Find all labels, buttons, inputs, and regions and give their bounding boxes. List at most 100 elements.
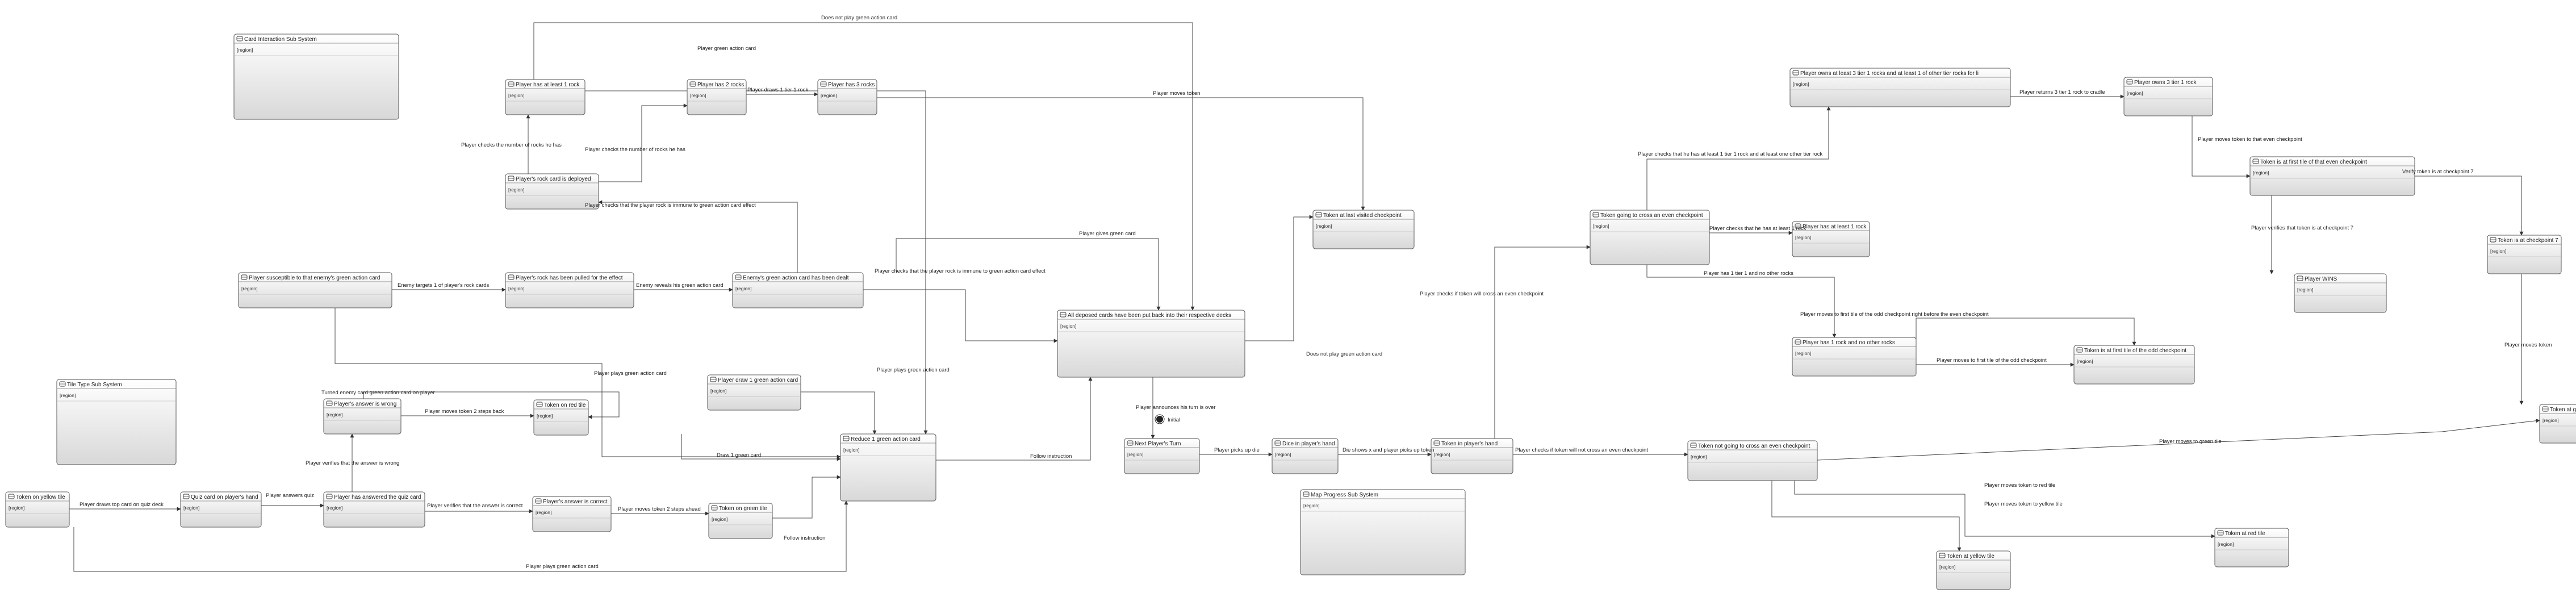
transition-arrow[interactable] xyxy=(1817,419,2540,461)
transition-arrow[interactable] xyxy=(801,391,877,435)
transition-arrow[interactable] xyxy=(73,500,848,572)
state-title: Token at red tile xyxy=(2225,531,2265,537)
subsystem-tile-type[interactable]: Tile Type Sub System[region] xyxy=(56,379,177,465)
region-placeholder: [region] xyxy=(1303,503,1319,508)
transition-label: Player draws top card on quiz deck xyxy=(80,502,164,508)
state-all-deposed[interactable]: All deposed cards have been put back int… xyxy=(1057,310,1245,378)
region-placeholder: [region] xyxy=(1593,223,1609,229)
state-quiz-card[interactable]: Quiz card on player's hand[region] xyxy=(180,491,262,528)
transition-arrow[interactable] xyxy=(1916,318,2136,346)
region-placeholder: [region] xyxy=(241,286,257,291)
state-draw-green[interactable]: Player draw 1 green action card[region] xyxy=(707,374,801,411)
region-placeholder: [region] xyxy=(1127,452,1143,457)
transition-arrow[interactable] xyxy=(533,22,1195,311)
state-icon xyxy=(710,377,717,382)
state-icon xyxy=(326,400,333,406)
state-icon xyxy=(236,36,243,41)
transition-label: Player verifies that the answer is corre… xyxy=(427,503,523,509)
transition-label: Player moves token to red tile xyxy=(1984,482,2055,489)
state-token-hand[interactable]: Token in player's hand[region] xyxy=(1431,438,1513,474)
state-title: Token is at checkpoint 7 xyxy=(2498,237,2558,244)
subsystem-map-progress[interactable]: Map Progress Sub System[region] xyxy=(1300,489,1466,575)
state-has-1-rock[interactable]: Player has at least 1 rock[region] xyxy=(1792,221,1870,257)
state-first-even[interactable]: Token is at first tile of that even chec… xyxy=(2249,156,2415,196)
state-title: Token not going to cross an even checkpo… xyxy=(1698,443,1810,449)
state-title: Player WINS xyxy=(2305,276,2337,282)
region-placeholder: [region] xyxy=(2253,170,2269,176)
transition-arrow[interactable] xyxy=(1646,106,1831,210)
initial-node: Initial xyxy=(1155,414,1180,424)
state-answer-correct[interactable]: Player's answer is correct[region] xyxy=(532,496,612,532)
transition-label: Die shows x and player picks up token xyxy=(1343,447,1435,453)
state-icon xyxy=(183,494,190,499)
state-owns-3[interactable]: Player owns 3 tier 1 rock[region] xyxy=(2123,77,2213,116)
state-token-yellow[interactable]: Token on yellow tile[region] xyxy=(5,491,70,528)
state-enemy-green[interactable]: Enemy's green action card has been dealt… xyxy=(732,272,864,308)
state-3rock-1other[interactable]: Player owns at least 3 tier 1 rocks and … xyxy=(1789,68,2011,107)
transition-arrow[interactable] xyxy=(334,308,841,459)
state-icon xyxy=(1795,223,1801,229)
state-one-rock[interactable]: Player has at least 1 rock[region] xyxy=(505,79,586,115)
transition-arrow[interactable] xyxy=(681,434,841,461)
transition-arrow[interactable] xyxy=(1771,481,1962,552)
transition-arrow[interactable] xyxy=(772,475,841,519)
state-dice-hand[interactable]: Dice in player's hand[region] xyxy=(1272,438,1339,474)
state-susceptible[interactable]: Player susceptible to that enemy's green… xyxy=(238,272,392,308)
transition-label: Player checks that he has at least 1 tie… xyxy=(1638,151,1823,157)
transition-arrow[interactable] xyxy=(863,289,1058,343)
state-token-red[interactable]: Token on red tile[region] xyxy=(533,399,589,436)
transition-arrow[interactable] xyxy=(1494,245,1591,444)
subsystem-card-interaction[interactable]: Card Interaction Sub System[region] xyxy=(233,34,399,120)
state-not-cross[interactable]: Token not going to cross an even checkpo… xyxy=(1687,440,1818,481)
region-placeholder: [region] xyxy=(537,413,553,419)
transition-arrow[interactable] xyxy=(1646,265,1837,338)
state-next-turn[interactable]: Next Player's Turn[region] xyxy=(1124,438,1200,474)
state-icon xyxy=(843,436,850,441)
state-rock-card-deployed[interactable]: Player's rock card is deployed[region] xyxy=(505,173,599,210)
state-title: Card Interaction Sub System xyxy=(244,36,317,43)
state-token-green[interactable]: Token on green tile[region] xyxy=(708,503,773,539)
state-yellow-tile-end[interactable]: Token at yellow tile[region] xyxy=(1936,550,2011,590)
transition-arrow[interactable] xyxy=(1244,215,1314,341)
state-icon xyxy=(1792,70,1799,76)
state-title: Player has at least 1 rock xyxy=(516,82,580,88)
state-icon xyxy=(1939,553,1946,558)
state-three-rocks[interactable]: Player has 3 rocks[region] xyxy=(817,79,877,115)
state-two-rocks[interactable]: Player has 2 rocks[region] xyxy=(687,79,747,115)
transition-label: Player checks if token will not cross an… xyxy=(1515,447,1648,453)
initial-label: Initial xyxy=(1168,417,1180,423)
transition-arrow[interactable] xyxy=(2415,176,2524,236)
state-checkpoint7[interactable]: Token is at checkpoint 7[region] xyxy=(2487,235,2562,274)
transition-arrow[interactable] xyxy=(1794,481,2215,538)
state-reduce-green[interactable]: Reduce 1 green action card[region] xyxy=(840,433,936,502)
transition-label: Player moves to green tile xyxy=(2159,439,2222,445)
transition-arrow[interactable] xyxy=(896,238,1161,311)
state-title: Token at last visited checkpoint xyxy=(1323,212,1402,219)
state-answer-wrong[interactable]: Player's answer is wrong[region] xyxy=(323,398,402,435)
transition-label: Player moves token 2 steps back xyxy=(425,408,504,415)
state-green-tile[interactable]: Token at green tile[region] xyxy=(2539,404,2576,444)
state-red-tile-end[interactable]: Token at red tile[region] xyxy=(2214,528,2289,567)
state-going-cross[interactable]: Token going to cross an even checkpoint[… xyxy=(1590,210,1710,265)
transition-arrow[interactable] xyxy=(363,391,620,419)
state-1rock-no-other[interactable]: Player has 1 rock and no other rocks[reg… xyxy=(1792,337,1917,377)
state-icon xyxy=(1433,440,1440,446)
region-placeholder: [region] xyxy=(2077,358,2093,364)
state-title: Quiz card on player's hand xyxy=(191,494,258,500)
state-odd-first[interactable]: Token is at first tile of the odd checkp… xyxy=(2073,345,2195,385)
transition-arrow[interactable] xyxy=(877,97,1365,211)
state-rock-destroyed[interactable]: Player's rock has been pulled for the ef… xyxy=(505,272,634,308)
transition-label: Player returns 3 tier 1 rock to cradle xyxy=(2019,89,2105,95)
state-token-last-visited[interactable]: Token at last visited checkpoint[region] xyxy=(1312,210,1415,249)
state-player-wins[interactable]: Player WINS[region] xyxy=(2294,273,2387,313)
transition-arrow[interactable] xyxy=(598,200,798,273)
transition-arrow[interactable] xyxy=(2192,116,2251,178)
transition-arrow[interactable] xyxy=(599,103,688,182)
transition-label: Player plays green action card xyxy=(594,370,667,377)
state-icon xyxy=(1795,339,1801,345)
transition-label: Player verifies that token is at checkpo… xyxy=(2251,225,2353,231)
state-answer-quiz[interactable]: Player has answered the quiz card[region… xyxy=(323,491,425,528)
region-placeholder: [region] xyxy=(1795,235,1811,240)
transition-arrow[interactable] xyxy=(936,377,1093,461)
